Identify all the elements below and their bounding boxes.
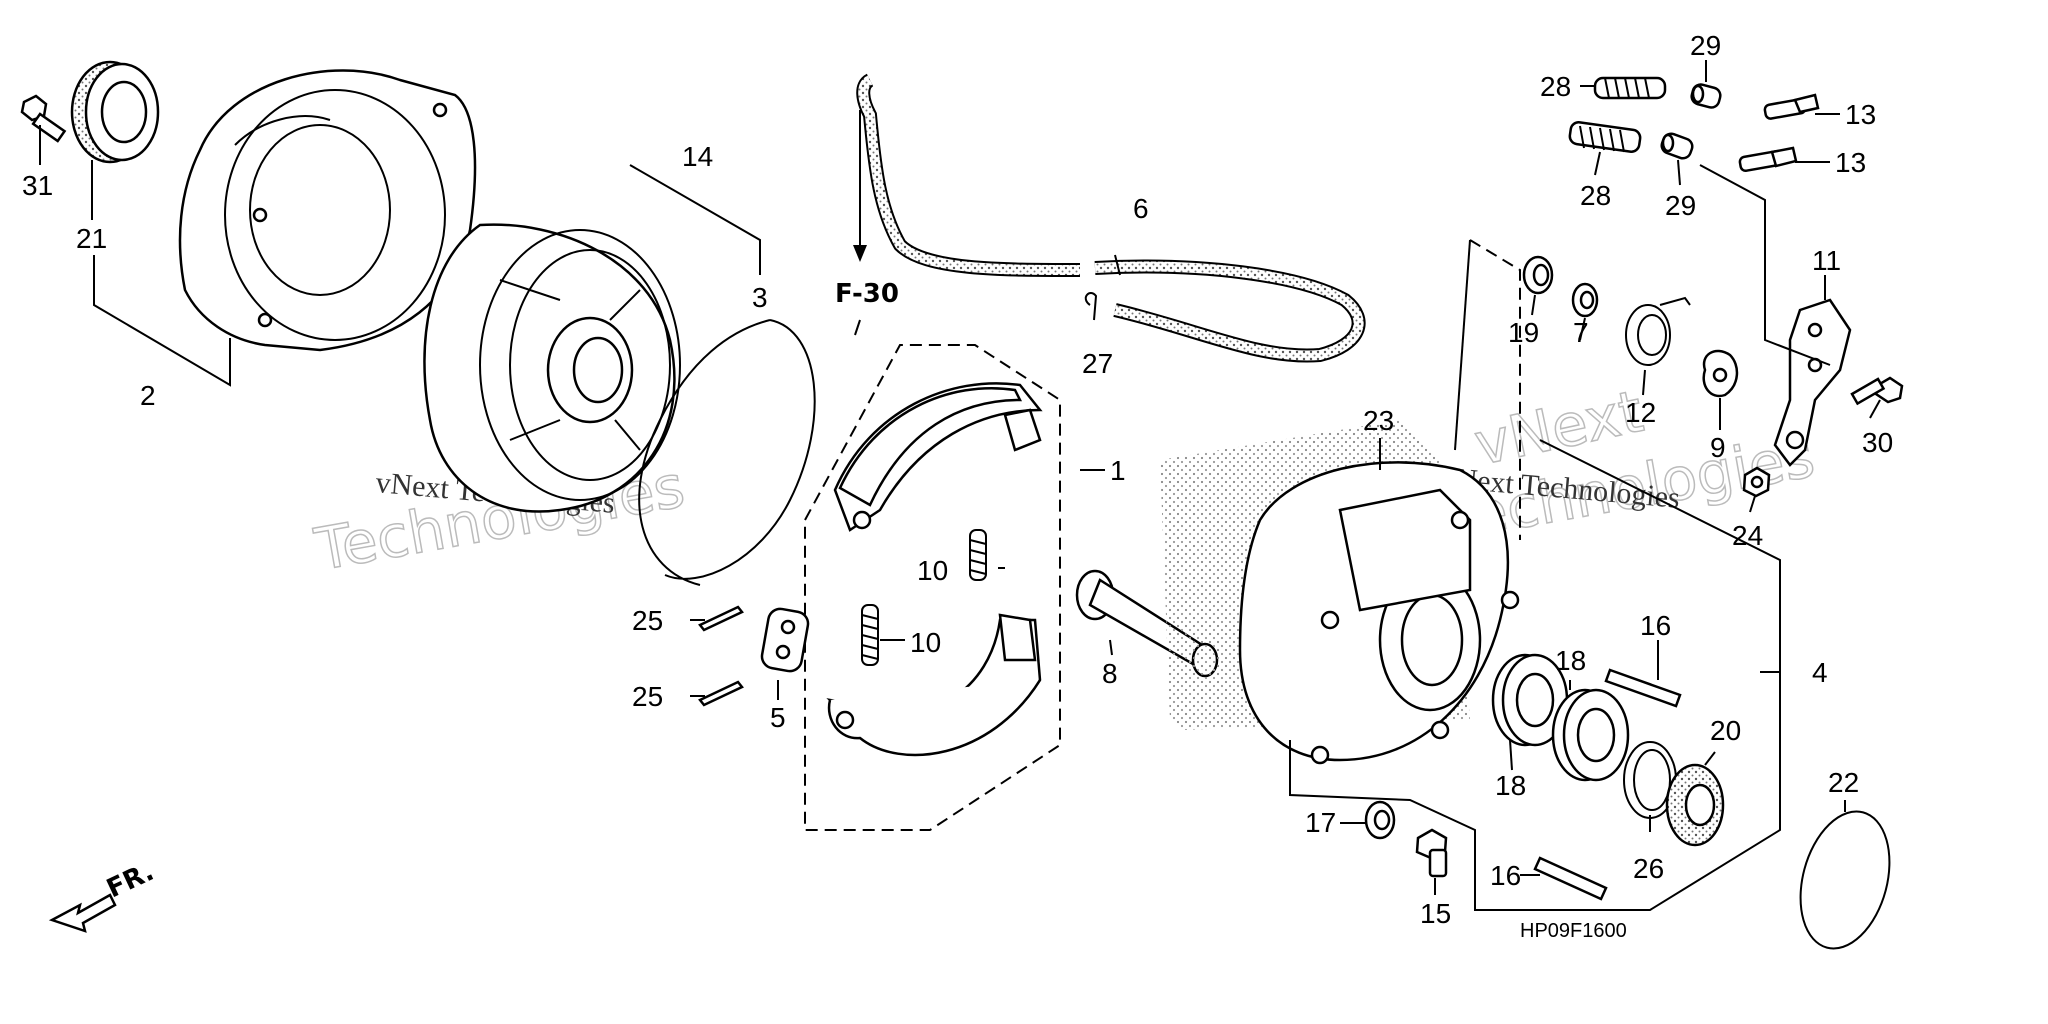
part-19-seal xyxy=(1522,255,1554,295)
label-12: 12 xyxy=(1625,397,1656,428)
part-1-brake-shoe-lower xyxy=(826,613,1042,757)
leader-29-11 xyxy=(1699,164,1831,366)
label-30: 30 xyxy=(1862,427,1893,458)
label-8: 8 xyxy=(1102,658,1118,689)
leader-2 xyxy=(93,255,231,387)
label-28-upper: 28 xyxy=(1540,71,1571,102)
label-18-lower: 18 xyxy=(1495,770,1526,801)
label-29-upper: 29 xyxy=(1690,30,1721,61)
label-23: 23 xyxy=(1363,405,1394,436)
label-5: 5 xyxy=(770,702,786,733)
label-13-upper: 13 xyxy=(1845,99,1876,130)
leader-14 xyxy=(629,164,761,275)
part-16-stud-upper xyxy=(1604,668,1682,708)
label-10-upper: 10 xyxy=(917,555,948,586)
label-10-lower: 10 xyxy=(910,627,941,658)
callout-labels: 1 2 3 4 5 6 7 8 9 10 10 11 12 13 13 14 1… xyxy=(22,30,1893,942)
label-15: 15 xyxy=(1420,898,1451,929)
part-29-bushing-upper xyxy=(1690,83,1722,109)
label-16-lower: 16 xyxy=(1490,860,1521,891)
label-18-upper: 18 xyxy=(1555,645,1586,676)
part-10-spring-upper xyxy=(969,529,987,581)
part-13-pin-upper xyxy=(1763,93,1820,120)
part-7-washer xyxy=(1571,282,1599,318)
part-28-spring-upper xyxy=(1593,76,1667,100)
label-31: 31 xyxy=(22,170,53,201)
label-11: 11 xyxy=(1812,245,1841,276)
part-16-stud-lower xyxy=(1533,856,1608,901)
leader-lines xyxy=(39,60,1881,895)
part-18-bearing-right xyxy=(1551,688,1630,782)
reference-arrow xyxy=(853,110,867,262)
leader-4-outline xyxy=(1289,439,1781,911)
part-27-clip xyxy=(1084,292,1098,321)
label-24: 24 xyxy=(1732,520,1763,551)
part-30-bolt xyxy=(1850,376,1904,406)
diagram-code: HP09F1600 xyxy=(1520,920,1627,942)
guide-19b xyxy=(1454,239,1471,451)
label-3: 3 xyxy=(752,282,768,313)
part-21-oil-seal xyxy=(70,60,160,164)
part-15-bolt xyxy=(1415,828,1448,878)
label-17: 17 xyxy=(1305,807,1336,838)
label-1: 1 xyxy=(1110,455,1126,486)
part-25-pin-lower xyxy=(698,680,744,707)
label-13-lower: 13 xyxy=(1835,147,1866,178)
part-12-return-spring xyxy=(1625,296,1691,366)
part-23-brake-panel xyxy=(1238,461,1520,765)
front-direction-label: FR. xyxy=(102,857,158,905)
part-17-washer xyxy=(1364,800,1396,840)
label-29-lower: 29 xyxy=(1665,190,1696,221)
label-16-upper: 16 xyxy=(1640,610,1671,641)
reference-label: F-30 xyxy=(835,279,899,309)
part-29-bushing-lower xyxy=(1660,132,1694,160)
part-13-pin-lower xyxy=(1738,146,1798,172)
front-direction-arrow: FR. xyxy=(48,857,159,933)
part-10-spring-lower xyxy=(861,604,879,666)
label-6: 6 xyxy=(1133,193,1149,224)
label-9: 9 xyxy=(1710,432,1726,463)
group-box-1 xyxy=(804,344,1061,831)
part-1-brake-shoe-upper xyxy=(833,382,1043,532)
label-22: 22 xyxy=(1828,767,1859,798)
part-31-bolt xyxy=(20,94,67,143)
label-25-upper: 25 xyxy=(632,605,663,636)
label-26: 26 xyxy=(1633,853,1664,884)
part-3-ring xyxy=(638,319,816,586)
part-28-spring-lower xyxy=(1568,121,1642,153)
part-25-pin-upper xyxy=(698,605,744,632)
label-7: 7 xyxy=(1573,317,1589,348)
part-22-o-ring xyxy=(1799,810,1891,950)
part-9-indicator xyxy=(1702,349,1739,398)
label-4: 4 xyxy=(1812,657,1828,688)
part-18-bearing-left xyxy=(1491,653,1569,747)
part-20-seal xyxy=(1665,763,1725,847)
part-11-brake-arm xyxy=(1773,298,1852,467)
label-20: 20 xyxy=(1710,715,1741,746)
guide-19 xyxy=(1469,239,1521,540)
part-14-brake-drum xyxy=(423,223,681,513)
label-25-lower: 25 xyxy=(632,681,663,712)
label-19: 19 xyxy=(1508,317,1539,348)
label-21: 21 xyxy=(76,223,107,254)
label-2: 2 xyxy=(140,380,156,411)
part-6-breather-hose xyxy=(856,73,1366,363)
label-14: 14 xyxy=(682,141,713,172)
label-28-lower: 28 xyxy=(1580,180,1611,211)
part-5-plate xyxy=(760,607,810,673)
label-27: 27 xyxy=(1082,348,1113,379)
part-24-nut xyxy=(1742,466,1771,498)
